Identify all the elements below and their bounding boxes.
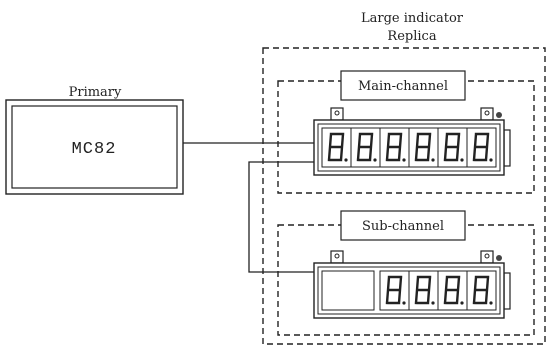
sub-decimal-point bbox=[402, 301, 406, 305]
sub-channel-label: Sub-channel bbox=[362, 219, 444, 234]
sub-channel-label-box bbox=[340, 210, 466, 241]
sub-channel-group bbox=[277, 224, 535, 336]
sub-digit-segments bbox=[385, 275, 403, 305]
replica-title-line1: Large indicator bbox=[361, 11, 464, 26]
sub-display-window bbox=[317, 266, 501, 315]
main-digit-segments bbox=[327, 132, 345, 162]
sub-bracket-left bbox=[330, 250, 344, 264]
sub-digit-cell bbox=[466, 270, 497, 311]
sub-bracket-right bbox=[480, 250, 494, 264]
main-digit-segments bbox=[385, 132, 403, 162]
main-display-window bbox=[317, 123, 501, 172]
primary-label: Primary bbox=[69, 85, 122, 100]
sub-bracket-right-hole bbox=[484, 253, 490, 259]
main-decimal-point bbox=[402, 158, 406, 162]
main-channel-indicator bbox=[313, 107, 511, 176]
main-decimal-point bbox=[489, 158, 493, 162]
main-decimal-point bbox=[431, 158, 435, 162]
sub-decimal-point bbox=[489, 301, 493, 305]
main-side-tab bbox=[503, 129, 511, 167]
primary-device-model: MC82 bbox=[72, 140, 117, 159]
sub-digit-segments bbox=[472, 275, 490, 305]
main-channel-label: Main-channel bbox=[358, 79, 448, 94]
main-decimal-point bbox=[344, 158, 348, 162]
sub-bracket-left-hole bbox=[334, 253, 340, 259]
main-digit-group bbox=[321, 127, 497, 168]
replica-title-line2: Replica bbox=[387, 29, 436, 44]
main-channel-group bbox=[277, 80, 535, 194]
sub-digit-group bbox=[379, 270, 497, 311]
sub-screw bbox=[496, 255, 502, 261]
sub-digit-frame bbox=[466, 270, 497, 311]
sub-digit-segments bbox=[414, 275, 432, 305]
main-digit-cell bbox=[379, 127, 410, 168]
main-digit-frame bbox=[466, 127, 497, 168]
main-bracket-right bbox=[480, 107, 494, 121]
sub-digit-segments bbox=[443, 275, 461, 305]
main-digit-segments bbox=[414, 132, 432, 162]
sub-side-tab bbox=[503, 272, 511, 310]
main-digit-segments bbox=[356, 132, 374, 162]
sub-channel-indicator bbox=[313, 250, 511, 319]
main-digit-cell bbox=[466, 127, 497, 168]
main-digit-segments bbox=[472, 132, 490, 162]
main-bracket-left bbox=[330, 107, 344, 121]
main-channel-label-box bbox=[340, 70, 466, 101]
wire-main-to-sub bbox=[248, 161, 314, 273]
main-digit-segments bbox=[443, 132, 461, 162]
main-decimal-point bbox=[373, 158, 377, 162]
primary-device-inner bbox=[11, 105, 178, 189]
sub-blank-panel bbox=[321, 270, 375, 311]
sub-decimal-point bbox=[460, 301, 464, 305]
main-decimal-point bbox=[460, 158, 464, 162]
primary-device-outer bbox=[5, 99, 184, 195]
main-bracket-right-hole bbox=[484, 110, 490, 116]
main-screw bbox=[496, 112, 502, 118]
main-bracket-left-hole bbox=[334, 110, 340, 116]
replica-outer-box bbox=[262, 47, 546, 345]
sub-decimal-point bbox=[431, 301, 435, 305]
